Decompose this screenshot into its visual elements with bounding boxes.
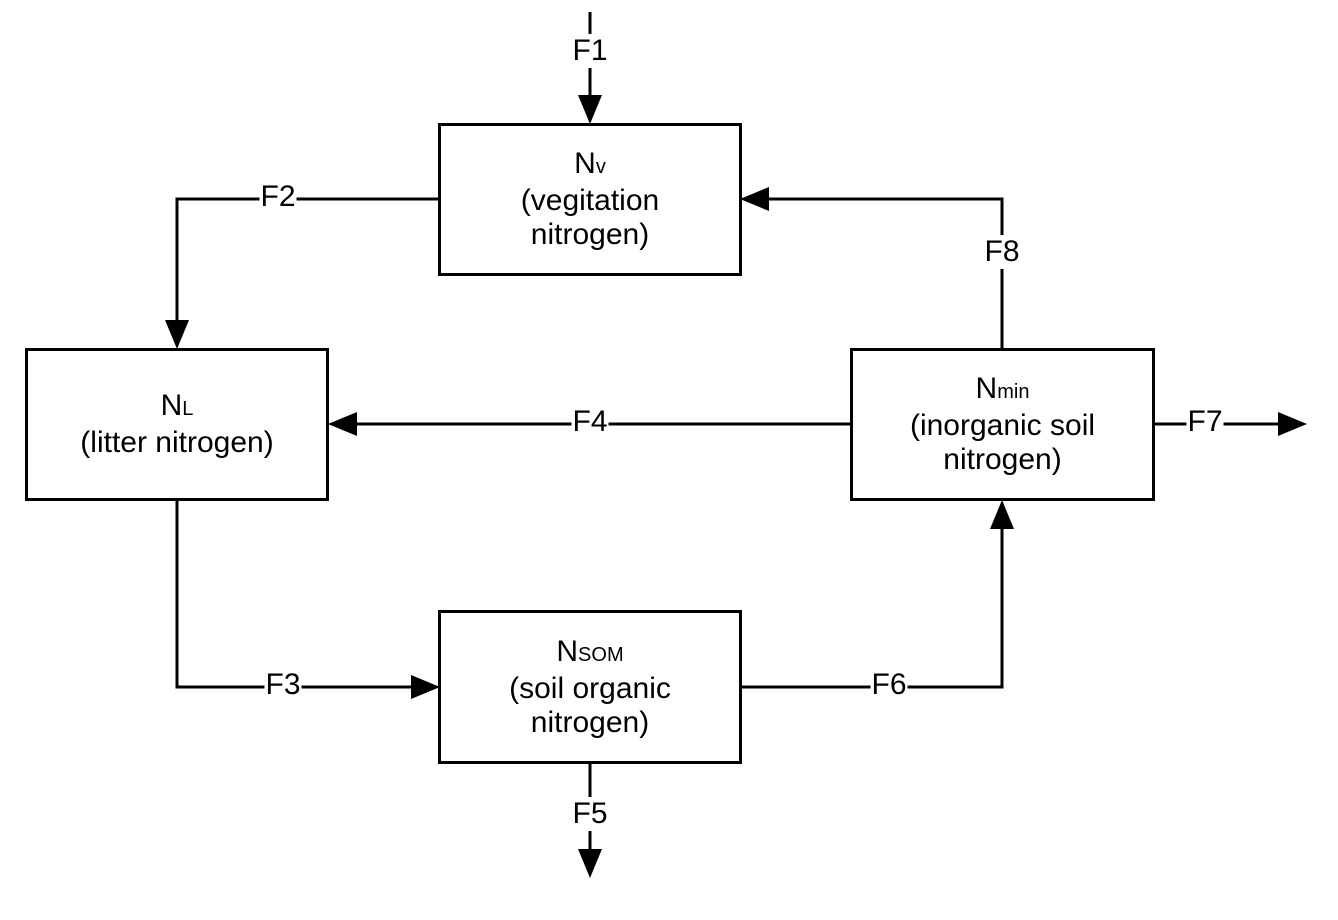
node-vegetation-nitrogen: Nv (vegitation nitrogen) — [438, 123, 742, 276]
node-vegetation-symbol: Nv — [574, 147, 606, 180]
f6-arrowhead — [990, 500, 1014, 529]
node-vegetation-subscript: v — [595, 156, 606, 178]
flow-label-f8: F8 — [983, 235, 1021, 269]
f1-arrowhead — [578, 95, 602, 124]
flow-label-f5: F5 — [571, 797, 609, 831]
flow-label-f7: F7 — [1186, 405, 1224, 439]
f2-arrowhead — [165, 320, 189, 349]
f7-arrowhead — [1278, 412, 1307, 436]
f2-arrow — [175, 197, 440, 325]
f5-arrowhead — [578, 849, 602, 878]
node-soil-organic-nitrogen: NSOM (soil organic nitrogen) — [438, 610, 742, 764]
node-litter-nitrogen: NL (litter nitrogen) — [25, 348, 329, 501]
node-mineral-desc-line2: nitrogen) — [943, 443, 1062, 476]
node-litter-subscript: L — [182, 398, 194, 420]
flow-label-f1: F1 — [571, 34, 609, 68]
f4-arrowhead — [328, 412, 357, 436]
node-litter-symbol: NL — [160, 389, 194, 422]
f8-arrowhead — [740, 187, 769, 211]
node-vegetation-desc-line1: (vegitation — [520, 184, 660, 217]
f6-arrow — [740, 528, 1004, 689]
node-mineral-desc-line1: (inorganic soil — [909, 409, 1096, 442]
f3-arrowhead — [411, 675, 440, 699]
f8-arrow — [768, 197, 1004, 349]
flow-label-f3: F3 — [264, 668, 302, 702]
flow-label-f4: F4 — [571, 405, 609, 439]
node-som-symbol: NSOM — [556, 634, 624, 668]
node-litter-desc-line1: (litter nitrogen) — [80, 426, 274, 459]
node-vegetation-desc-line2: nitrogen) — [530, 218, 650, 251]
node-mineral-symbol: Nmin — [975, 372, 1030, 405]
f3-arrow — [175, 499, 414, 689]
node-som-desc-line1: (soil organic — [509, 671, 671, 705]
node-mineral-subscript: min — [997, 381, 1030, 403]
node-som-desc-line2: nitrogen) — [530, 705, 650, 739]
flow-label-f2: F2 — [259, 180, 297, 214]
node-som-subscript: SOM — [578, 643, 624, 666]
node-inorganic-soil-nitrogen: Nmin (inorganic soil nitrogen) — [850, 348, 1155, 501]
flow-label-f6: F6 — [870, 668, 908, 702]
